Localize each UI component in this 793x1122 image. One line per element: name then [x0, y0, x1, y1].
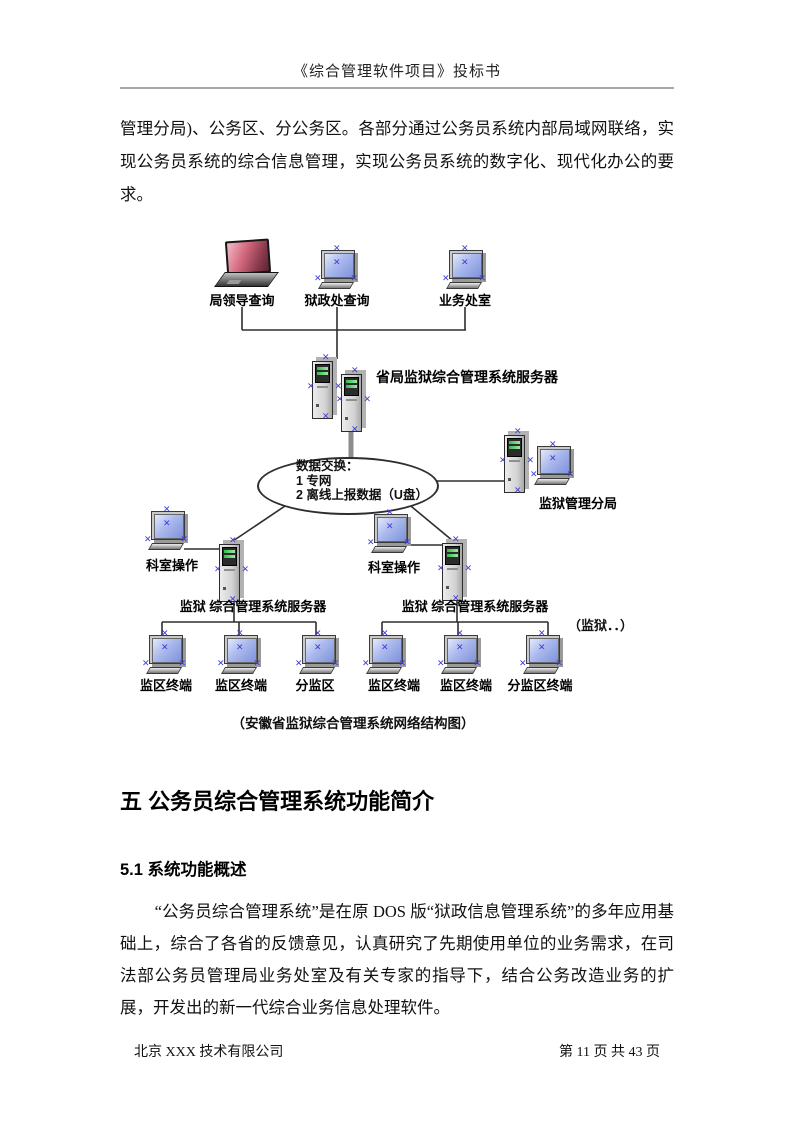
diagram-caption: （安徽省监狱综合管理系统网络结构图） — [231, 716, 475, 731]
footer-page-number: 第 11 页 共 43 页 — [559, 1045, 660, 1060]
section-heading: 五 公务员综合管理系统功能简介 — [120, 789, 435, 814]
node-label: 科室操作 — [145, 558, 198, 573]
node-label: 省局监狱综合管理系统服务器 — [376, 369, 558, 385]
node-label: 监区终端 — [214, 678, 267, 693]
node-label: 监区终端 — [439, 678, 492, 693]
node-label: 科室操作 — [367, 560, 420, 575]
node-label: 监区终端 — [367, 678, 420, 693]
desktop-computer-icon — [371, 514, 408, 554]
footer-company: 北京 XXX 技术有限公司 — [134, 1045, 284, 1060]
desktop-computer-icon — [148, 511, 185, 551]
desktop-computer-icon — [534, 446, 571, 486]
subsection-heading: 5.1 系统功能概述 — [120, 861, 247, 879]
desktop-computer-icon — [146, 635, 183, 675]
data-exchange-text: 数据交换： 1 专网 2 离线上报数据（U盘） — [296, 459, 428, 502]
server-tower-icon — [312, 357, 342, 419]
desktop-computer-icon — [523, 635, 560, 675]
side-note: （监狱．．） — [568, 618, 634, 633]
node-label: 监狱 综合管理系统服务器 — [179, 599, 327, 614]
desktop-computer-icon — [299, 635, 336, 675]
intro-paragraph: 管理分局)、公务区、分公务区。各部分通过公务员系统内部局域网联络，实现公务员系统… — [120, 119, 674, 204]
desktop-computer-icon — [366, 635, 403, 675]
node-label: 狱政处查询 — [304, 293, 370, 308]
node-label: 分监区终端 — [507, 678, 573, 693]
server-tower-icon — [341, 370, 371, 432]
data-exchange-ellipse — [257, 457, 439, 515]
node-label: 监狱管理分局 — [538, 496, 617, 511]
node-label: 局领导查询 — [209, 293, 275, 308]
desktop-computer-icon — [221, 635, 258, 675]
node-label: 分监区 — [295, 678, 335, 693]
node-label: 业务处室 — [438, 293, 491, 308]
desktop-computer-icon — [318, 250, 355, 290]
server-tower-icon — [442, 539, 472, 601]
desktop-computer-icon — [446, 250, 483, 290]
server-tower-icon — [219, 540, 249, 602]
laptop-icon — [212, 238, 279, 294]
desktop-computer-icon — [441, 635, 478, 675]
node-label: 监区终端 — [139, 678, 192, 693]
body-paragraph: “公务员综合管理系统”是在原 DOS 版“狱政信息管理系统”的多年应用基础上，综… — [120, 902, 674, 1017]
header-rule — [120, 87, 674, 89]
server-tower-icon — [504, 431, 534, 493]
node-label: 监狱 综合管理系统服务器 — [401, 599, 549, 614]
page-header-title: 《综合管理软件项目》投标书 — [292, 64, 501, 80]
